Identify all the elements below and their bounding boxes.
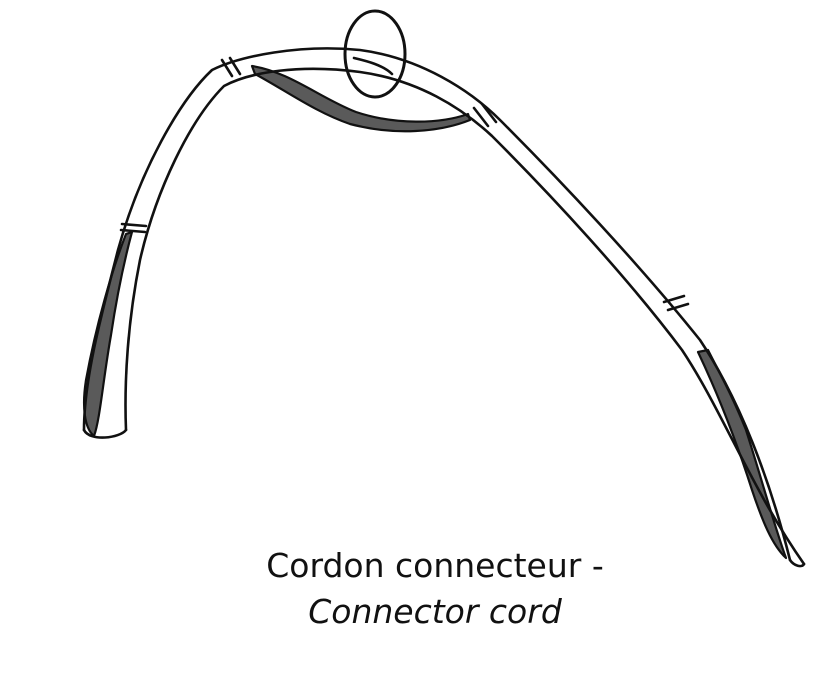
- left-loop-end: [82, 428, 128, 439]
- right-loop-end: [788, 558, 806, 568]
- strap-outer-edge: [82, 47, 792, 562]
- strap-band-markers: [119, 56, 690, 312]
- attachment-ring: [343, 9, 407, 99]
- figure-caption: Cordon connecteur - Connector cord: [200, 543, 670, 635]
- strap-inner-edge: [124, 67, 806, 566]
- caption-english: Connector cord: [308, 592, 562, 631]
- caption-french: Cordon connecteur -: [266, 546, 604, 585]
- ring-strap-crossing: [352, 56, 394, 76]
- right-loop-underside: [696, 348, 788, 560]
